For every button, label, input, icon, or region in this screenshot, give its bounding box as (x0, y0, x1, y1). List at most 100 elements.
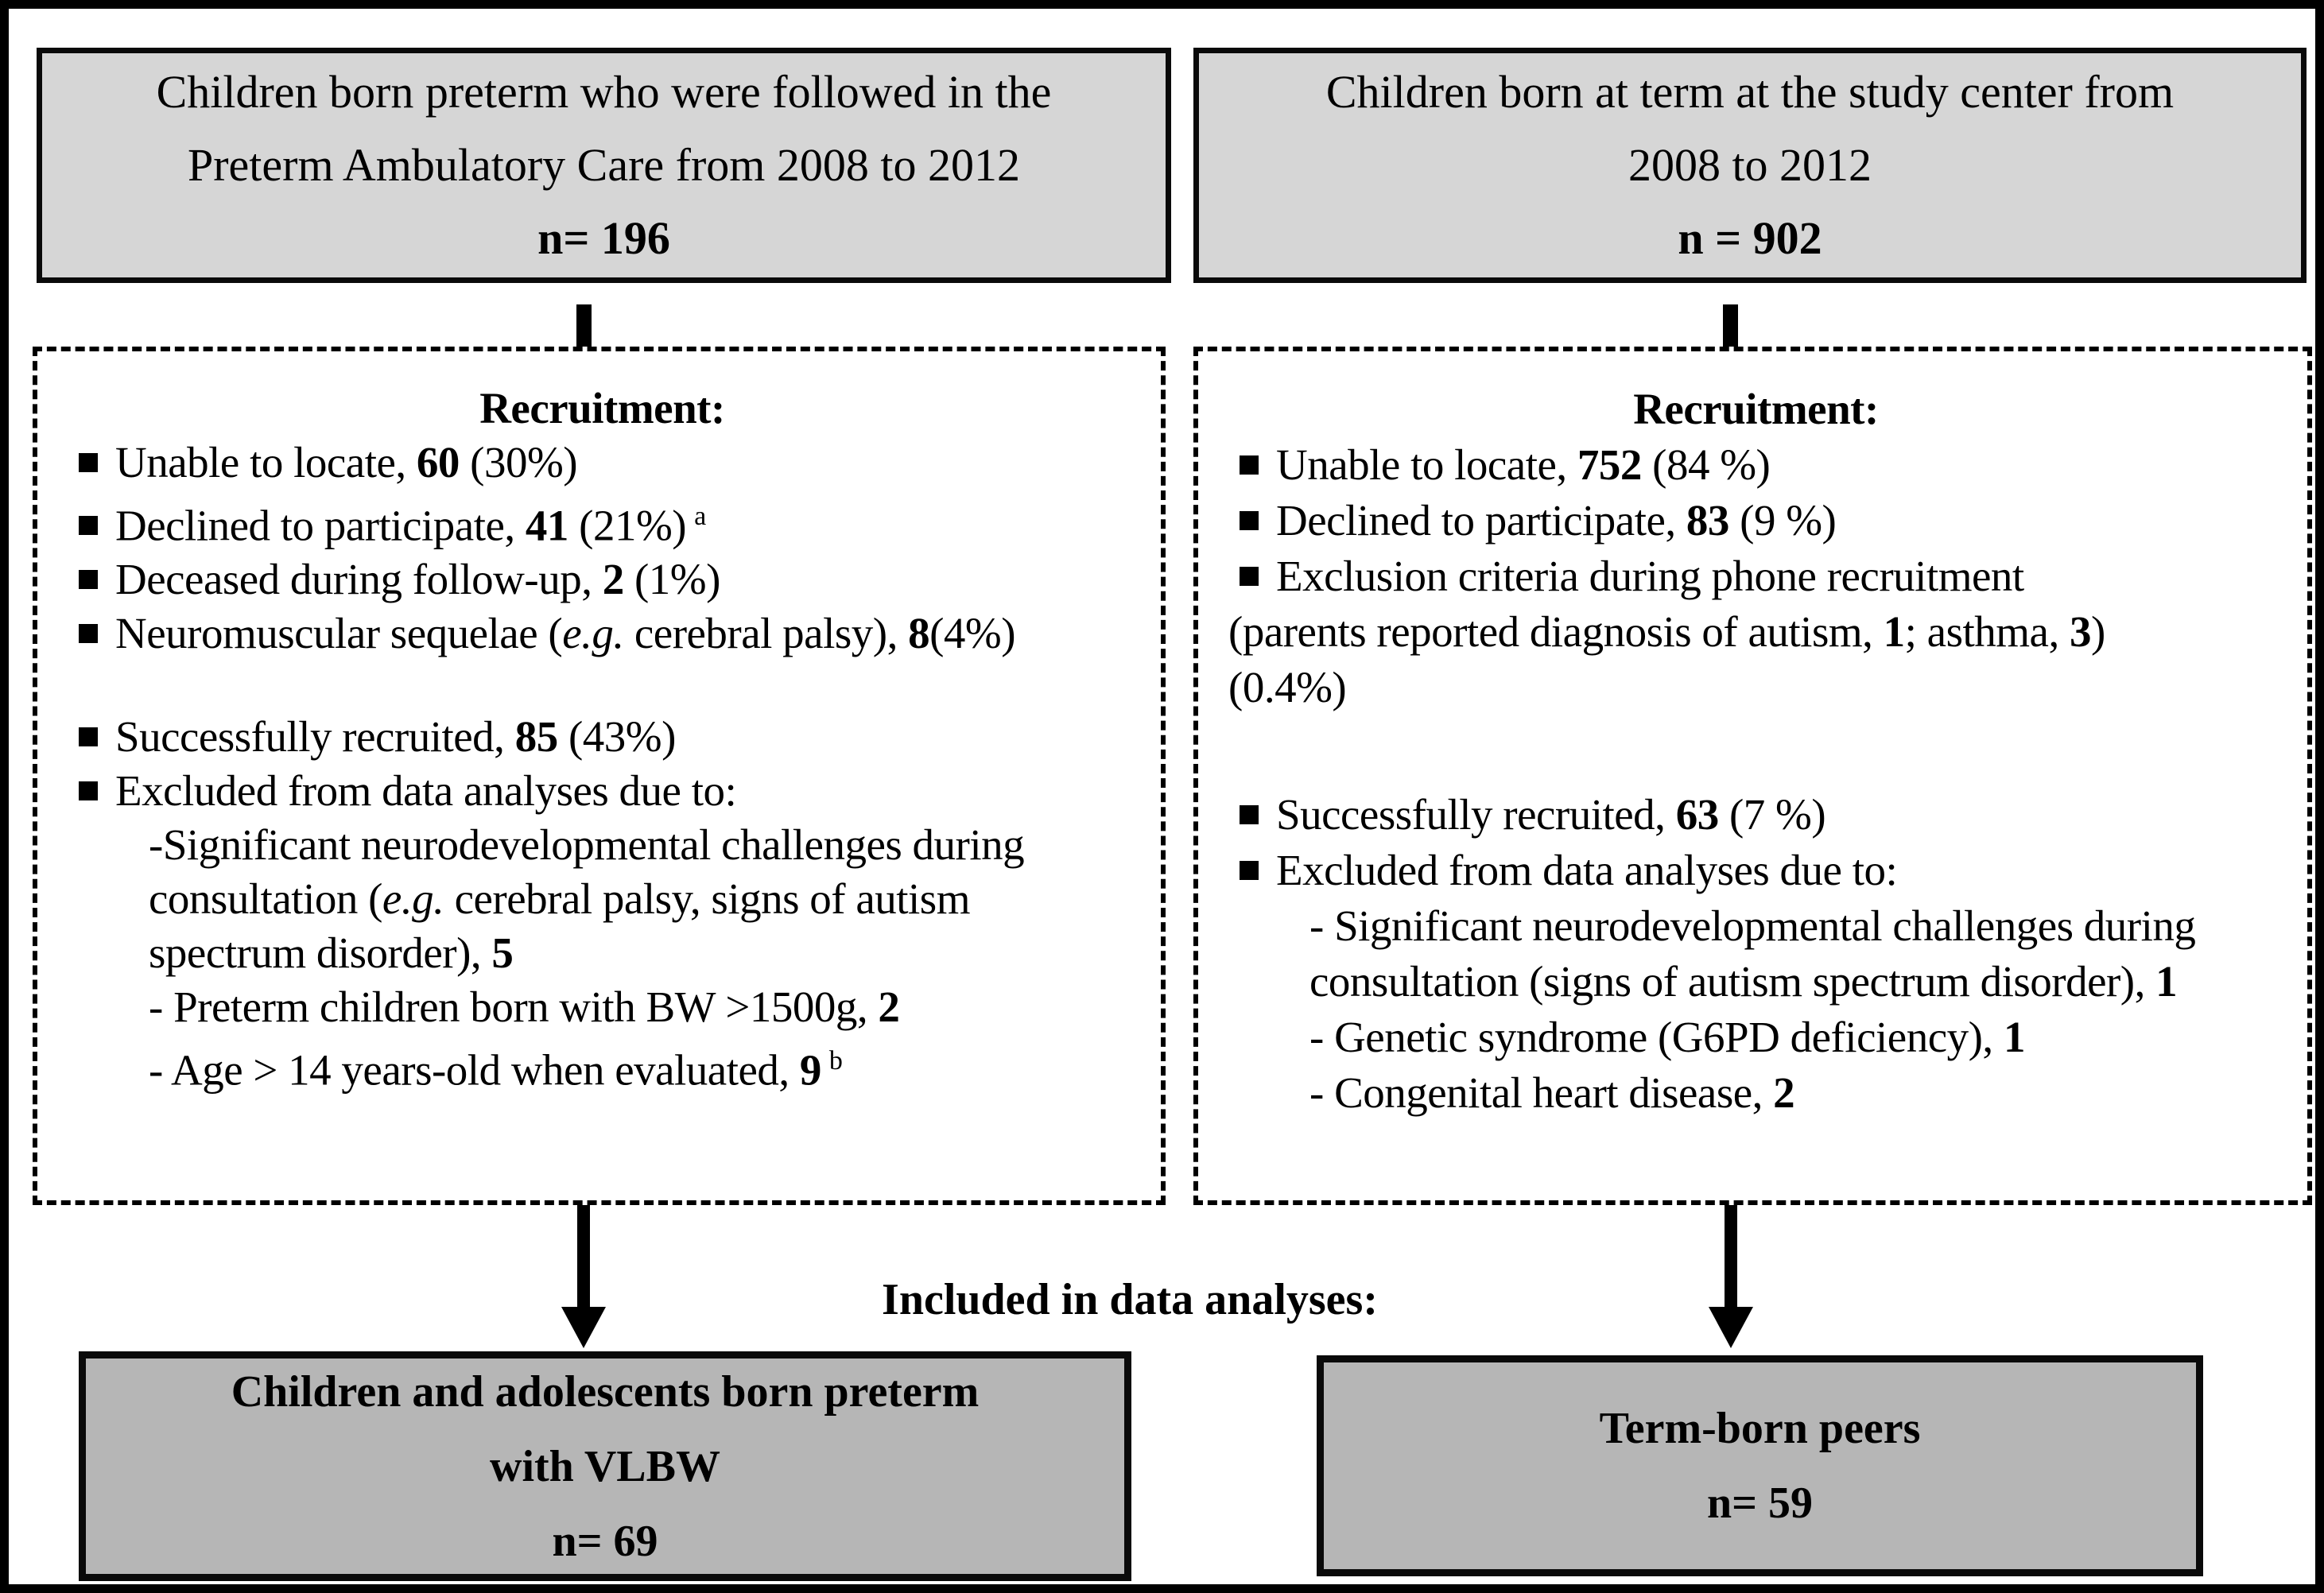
item-successfully-recruited: Successfully recruited, 63 (7 %) (1220, 787, 2291, 843)
count-value: 41 (525, 501, 569, 550)
text: (84 %) (1641, 440, 1771, 489)
count-value: 1 (2155, 957, 2178, 1006)
text: cerebral palsy, signs of autism (444, 874, 971, 924)
text: -Significant neurodevelopmental challeng… (149, 820, 1025, 870)
text: Declined to participate, (1276, 496, 1686, 545)
arrow-shaft (577, 1205, 590, 1307)
footnote-b: b (828, 1046, 843, 1076)
text: (4%) (929, 609, 1016, 658)
preterm-included-line2: with VLBW (490, 1441, 720, 1491)
text: Excluded from data analyses due to: (1276, 846, 1898, 894)
bullet-icon (1240, 861, 1259, 880)
preterm-source-line1: Children born preterm who were followed … (156, 66, 1052, 118)
text-italic: e.g. (382, 874, 444, 924)
text: - Genetic syndrome (G6PD deficiency), (1309, 1013, 2004, 1061)
count-value: 2 (602, 555, 625, 604)
sub-item-heart: - Congenital heart disease, 2 (1220, 1065, 2291, 1121)
bullet-icon (1240, 455, 1259, 475)
count-value: 5 (491, 928, 514, 978)
sub-item-significant-line1: -Significant neurodevelopmental challeng… (60, 818, 1145, 872)
count-value: 83 (1686, 496, 1730, 545)
text: (21%) (568, 501, 687, 550)
arrow-head (561, 1307, 606, 1348)
arrow-head (1709, 1307, 1753, 1348)
text: - Congenital heart disease, (1309, 1068, 1774, 1117)
count-value: 2 (878, 983, 900, 1032)
text-italic: e.g. (562, 609, 624, 658)
item-exclusion-criteria: Exclusion criteria during phone recruitm… (1220, 548, 2291, 604)
sub-item-significant-line3: spectrum disorder), 5 (60, 926, 1145, 980)
bullet-icon (79, 570, 98, 590)
sub-item-preterm-bw: - Preterm children born with BW >1500g, … (60, 980, 1145, 1034)
count-value: 752 (1577, 440, 1643, 489)
count-value: 3 (2069, 607, 2092, 656)
text: Successfully recruited, (115, 712, 515, 762)
text: cerebral palsy), (623, 609, 909, 658)
text: (30%) (459, 438, 578, 486)
count-value: 2 (1773, 1068, 1795, 1117)
spacer (1220, 715, 2291, 787)
count-value: 60 (416, 438, 460, 486)
text: ) (2090, 607, 2105, 656)
text: (0.4%) (1228, 663, 1347, 711)
sub-item-significant-line1: - Significant neurodevelopmental challen… (1220, 898, 2291, 954)
text: (43%) (557, 712, 676, 762)
text: - Significant neurodevelopmental challen… (1309, 901, 2196, 950)
connector-bar-left (576, 304, 592, 354)
text: consultation ( (149, 874, 382, 924)
term-source-line1: Children born at term at the study cente… (1325, 66, 2175, 118)
included-in-analyses-label: Included in data analyses: (882, 1275, 1378, 1324)
term-source-count: n = 902 (1678, 212, 1822, 264)
term-recruitment-panel: Recruitment: Unable to locate, 752 (84 %… (1193, 347, 2312, 1205)
item-neuromuscular: Neuromuscular sequelae (e.g. cerebral pa… (60, 607, 1145, 661)
arrow-shaft (1725, 1205, 1737, 1307)
preterm-included-line1: Children and adolescents born preterm (231, 1366, 980, 1417)
count-value: 1 (2003, 1013, 2026, 1061)
text: - Age > 14 years-old when evaluated, (149, 1045, 800, 1095)
item-unable-to-locate: Unable to locate, 752 (84 %) (1220, 437, 2291, 493)
text: (parents reported diagnosis of autism, (1228, 607, 1884, 656)
preterm-source-count: n= 196 (537, 212, 670, 264)
text: Unable to locate, (115, 438, 417, 486)
preterm-recruitment-panel: Recruitment: Unable to locate, 60 (30%) … (33, 347, 1166, 1205)
footnote-a: a (694, 502, 707, 531)
text: Exclusion criteria during phone recruitm… (1276, 552, 2024, 600)
connector-bar-right (1723, 304, 1738, 354)
text: Deceased during follow-up, (115, 555, 603, 604)
preterm-source-line2: Preterm Ambulatory Care from 2008 to 201… (187, 139, 1021, 191)
term-source-line2: 2008 to 2012 (1628, 139, 1872, 191)
item-unable-to-locate: Unable to locate, 60 (30%) (60, 436, 1145, 490)
text: - Preterm children born with BW >1500g, (149, 983, 879, 1032)
bullet-icon (1240, 805, 1259, 824)
count-value: 63 (1675, 790, 1720, 839)
down-arrow-left (561, 1205, 606, 1348)
bullet-icon (79, 781, 98, 801)
count-value: 8 (908, 609, 930, 658)
text: (1%) (623, 555, 720, 604)
count-value: 1 (1883, 607, 1906, 656)
text: Neuromuscular sequelae ( (115, 609, 563, 658)
down-arrow-right (1709, 1205, 1753, 1348)
item-exclusion-parents: (parents reported diagnosis of autism, 1… (1220, 604, 2291, 660)
bullet-icon (1240, 511, 1259, 530)
item-declined: Declined to participate, 41 (21%)a (60, 490, 1145, 552)
item-excluded-header: Excluded from data analyses due to: (1220, 843, 2291, 898)
text: Declined to participate, (115, 501, 526, 550)
text: Unable to locate, (1276, 440, 1577, 489)
text: (7 %) (1718, 790, 1826, 839)
preterm-included-count: n= 69 (552, 1516, 658, 1566)
text: ; asthma, (1904, 607, 2070, 656)
term-included-count: n= 59 (1706, 1479, 1814, 1528)
term-source-box: Children born at term at the study cente… (1193, 48, 2307, 283)
item-deceased: Deceased during follow-up, 2 (1%) (60, 552, 1145, 607)
text: (9 %) (1728, 496, 1837, 545)
item-excluded-header: Excluded from data analyses due to: (60, 764, 1145, 818)
preterm-recruitment-title: Recruitment: (479, 384, 725, 432)
count-value: 85 (514, 712, 559, 762)
bullet-icon (79, 624, 98, 644)
item-successfully-recruited: Successfully recruited, 85 (43%) (60, 710, 1145, 764)
text: Excluded from data analyses due to: (115, 766, 737, 816)
term-included-line1: Term-born peers (1599, 1404, 1921, 1453)
bullet-icon (79, 453, 98, 472)
